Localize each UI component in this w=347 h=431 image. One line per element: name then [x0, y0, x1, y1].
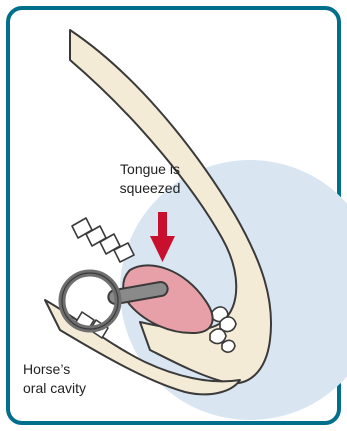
- oral-cavity-label-line1: Horse’s: [23, 360, 86, 379]
- oral-cavity-label: Horse’s oral cavity: [23, 360, 86, 398]
- oral-cavity-label-line2: oral cavity: [23, 379, 86, 398]
- tongue-label: Tongue is squeezed: [90, 160, 210, 198]
- upper-teeth: [72, 218, 134, 262]
- tongue-label-line2: squeezed: [90, 179, 210, 198]
- tongue-label-line1: Tongue is: [90, 160, 210, 179]
